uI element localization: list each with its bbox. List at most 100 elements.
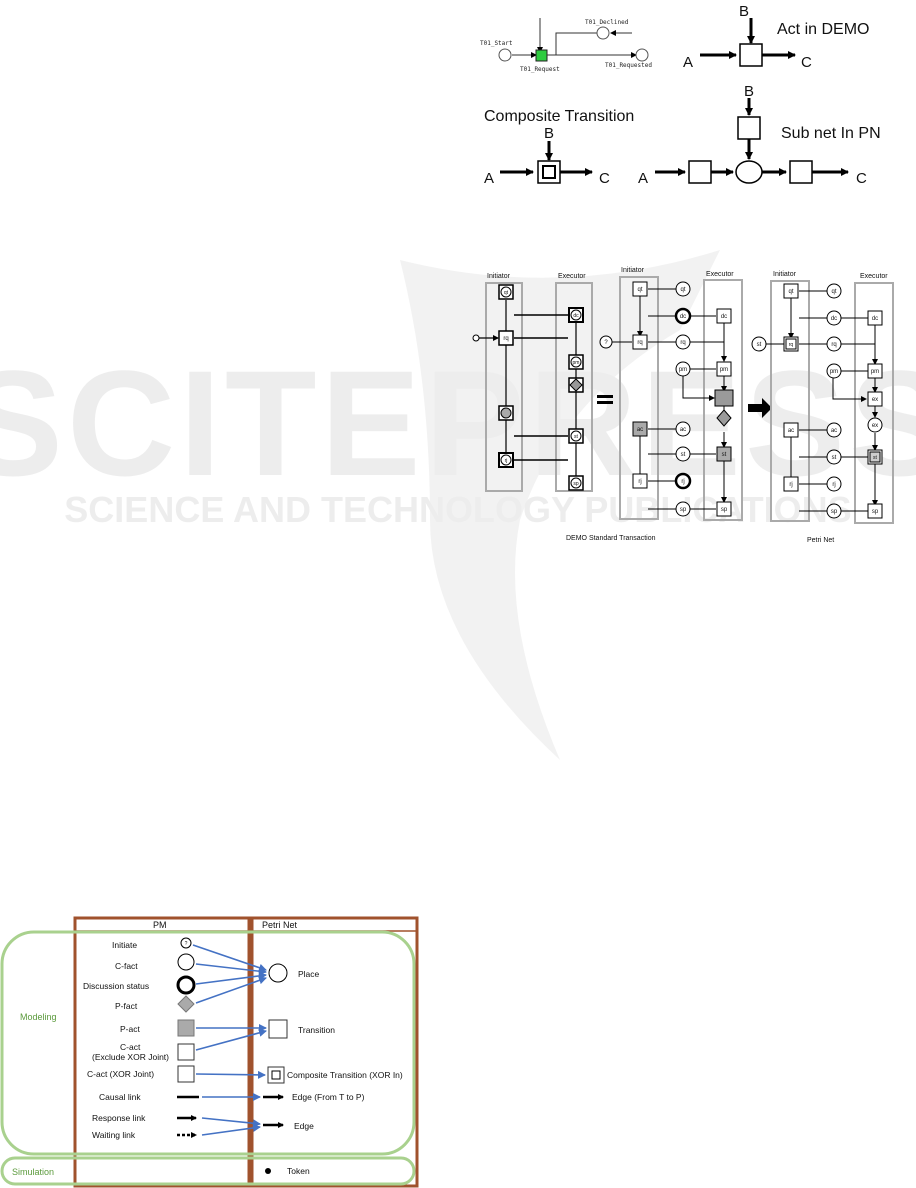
pm-cfact-label: C-fact (115, 961, 138, 971)
panel2-st-label: st (722, 452, 727, 458)
panel2-qt-fact: qt (680, 287, 685, 293)
cpn-requested-label: T01_Requested (605, 62, 652, 69)
panel3-rj-fact: rj (832, 482, 835, 488)
subnet-a: A (638, 170, 648, 187)
pm-discussion-label: Discussion status (83, 981, 149, 991)
panel-compact: Initiator Executor qt rq (472, 273, 593, 492)
panel3-rj: rj rj (783, 476, 842, 492)
pn-edge-tp-label: Edge (From T to P) (292, 1092, 365, 1102)
act-demo-a: A (683, 54, 693, 71)
panel1-st-label: st (574, 434, 579, 440)
panel2-pact (714, 389, 734, 427)
panel3-dc-fact: dc (831, 316, 837, 322)
panel3-st-fact: st (832, 455, 837, 461)
panel2-st: st st (675, 446, 732, 462)
panel3-ex-label: ex (872, 397, 878, 403)
watermark-subtitle: SCIENCE AND TECHNOLOGY PUBLICATIONS (64, 489, 851, 530)
row-modeling-label: Modeling (20, 1012, 57, 1022)
figure-top: T01_Start T01_Request T01_Declined T01_R… (480, 3, 881, 187)
cpn-start-label: T01_Start (480, 40, 513, 47)
panel1-act-pm: pm (568, 354, 584, 370)
pm-initiate-mark: ? (185, 941, 188, 947)
panel-petri-net: Initiator Executor st (751, 271, 894, 544)
mapping-arrows (192, 944, 267, 1136)
panel1-act-st: st (568, 428, 584, 444)
frame-pn-column (250, 916, 419, 1188)
figure-transaction: Initiator Executor qt rq (472, 267, 894, 544)
subnet-in-pn: B Sub net In PN A C (638, 83, 881, 187)
pn-place-label: Place (298, 969, 320, 979)
subnet-b: B (744, 83, 754, 100)
caption-petri-net: Petri Net (807, 537, 834, 544)
panel3-pm: pm pm (826, 363, 883, 379)
pm-initiate-label: Initiate (112, 940, 137, 950)
pm-pact-label: P-act (120, 1024, 140, 1034)
panel1-initiator: Initiator (487, 273, 511, 280)
panel2-pm: pm pm (675, 361, 732, 377)
pm-response-label: Response link (92, 1113, 146, 1123)
panel3-dc: dc dc (826, 310, 883, 326)
panel1-rq-label: rq (503, 336, 508, 342)
composite-title: Composite Transition (484, 108, 634, 125)
panel2-initiator: Initiator (621, 267, 645, 274)
pn-composite-label: Composite Transition (XOR In) (287, 1070, 403, 1080)
pn-legend: Place Transition Composite Transition (X… (263, 963, 403, 1176)
pm-cact-xor-label: C-act (XOR Joint) (87, 1069, 154, 1079)
panel2-executor: Executor (706, 271, 734, 278)
panel3-ex: ex ex (867, 391, 883, 433)
panel2-rq-fact: rq (680, 340, 685, 346)
pn-edge-label: Edge (294, 1121, 314, 1131)
figure-mapping: PM Petri Net Modeling Simulation Initiat… (0, 916, 419, 1188)
convert-arrow (748, 398, 772, 418)
panel1-act-dc: dc (568, 307, 584, 323)
watermark: SCITEPRESS SCIENCE AND TECHNOLOGY PUBLIC… (0, 250, 916, 760)
panel3-rq-label: rq (789, 342, 794, 348)
panel2-dc-fact: dc (680, 314, 686, 320)
panel2-dc-label: dc (721, 314, 727, 320)
panel3-ac: ac ac (783, 422, 842, 438)
act-in-demo: B A C Act in DEMO (683, 3, 869, 71)
cpn-request-label: T01_Request (520, 66, 560, 73)
panel3-rq-fact: rq (831, 342, 836, 348)
panel2-ac: ac ac (632, 421, 691, 437)
watermark-swoosh (400, 250, 720, 760)
panel2-sp-fact: sp (680, 507, 687, 513)
col-pm-header: PM (153, 920, 167, 930)
panel2-sp-label: sp (721, 507, 728, 513)
panel3-ex-fact: ex (872, 423, 878, 429)
panel1-pact (568, 377, 584, 393)
panel1-act-ac (498, 405, 514, 421)
panel1-qt-label: qt (504, 290, 509, 296)
panel3-ac-label: ac (788, 428, 794, 434)
panel3-ac-fact: ac (831, 428, 837, 434)
watermark-title: SCITEPRESS (0, 339, 916, 507)
panel3-st: st st (826, 449, 883, 465)
panel3-pm-fact: pm (830, 369, 838, 375)
subnet-title: Sub net In PN (781, 125, 881, 142)
act-demo-title: Act in DEMO (777, 21, 869, 38)
panel3-pm-label: pm (871, 369, 879, 375)
pm-cact-exclude-note: (Exclude XOR Joint) (92, 1052, 169, 1062)
composite-a: A (484, 170, 494, 187)
panel2-pm-label: pm (720, 367, 728, 373)
panel1-act-sp: sp (568, 475, 584, 491)
equals-sign (597, 395, 613, 404)
panel3-sp-fact: sp (831, 509, 838, 515)
caption-demo-standard: DEMO Standard Transaction (566, 535, 656, 542)
panel1-dc-label: dc (573, 313, 579, 319)
panel2-sp: sp sp (675, 501, 732, 517)
subnet-c: C (856, 170, 867, 187)
panel2-pm-fact: pm (679, 367, 687, 373)
pm-cact-exclude-label: C-act (120, 1042, 141, 1052)
panel2-rj-label: rj (638, 479, 641, 485)
pm-causal-label: Causal link (99, 1092, 141, 1102)
act-demo-c: C (801, 54, 812, 71)
panel2-rq-label: rq (637, 340, 642, 346)
composite-transition: Composite Transition B A C (484, 108, 634, 187)
pm-legend: Initiate ? C-fact Discussion status P-fa… (83, 937, 199, 1140)
cpn-snippet: T01_Start T01_Request T01_Declined T01_R… (480, 18, 652, 73)
panel3-initiator: Initiator (773, 271, 797, 278)
panel2-rq: rq rq (632, 334, 691, 350)
composite-b: B (544, 125, 554, 142)
pm-waiting-label: Waiting link (92, 1130, 136, 1140)
